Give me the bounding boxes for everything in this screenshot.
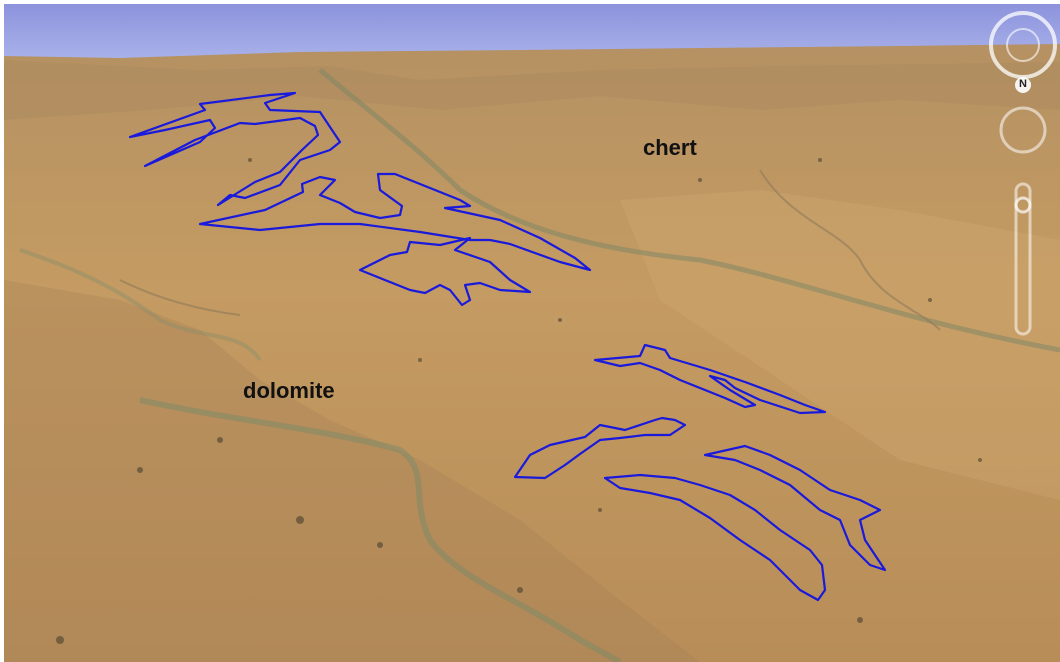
- zoom-slider-track: [1014, 182, 1032, 336]
- valley-shadow-left: [4, 280, 700, 662]
- outline-upper-west: [128, 91, 342, 207]
- navigation-controls[interactable]: [989, 11, 1057, 336]
- compass-inner: [1006, 28, 1040, 62]
- look-joystick: [999, 106, 1047, 154]
- track-right: [759, 169, 941, 331]
- label-dolomite: dolomite: [243, 378, 335, 403]
- label-chert: chert: [643, 135, 697, 160]
- far-ridge-shadow: [4, 60, 1060, 120]
- compass-north-letter[interactable]: N: [1019, 78, 1027, 90]
- compass-north-marker: [1015, 77, 1031, 93]
- outline-right-lower-east: [703, 444, 887, 572]
- drainage-left: [19, 248, 262, 362]
- outline-middle: [358, 236, 532, 307]
- drainage-main: [139, 397, 622, 662]
- track-left: [119, 279, 241, 316]
- drainage-upper: [318, 68, 1060, 353]
- outline-right-lower-long: [603, 473, 827, 602]
- outline-upper-central: [198, 172, 592, 272]
- ground: [4, 44, 1060, 662]
- zoom-slider-knob: [1014, 196, 1032, 214]
- outlined-units: [128, 91, 887, 602]
- outline-right-lower-west: [513, 416, 687, 480]
- outline-right-upper: [593, 343, 827, 415]
- vegetation: [56, 158, 982, 644]
